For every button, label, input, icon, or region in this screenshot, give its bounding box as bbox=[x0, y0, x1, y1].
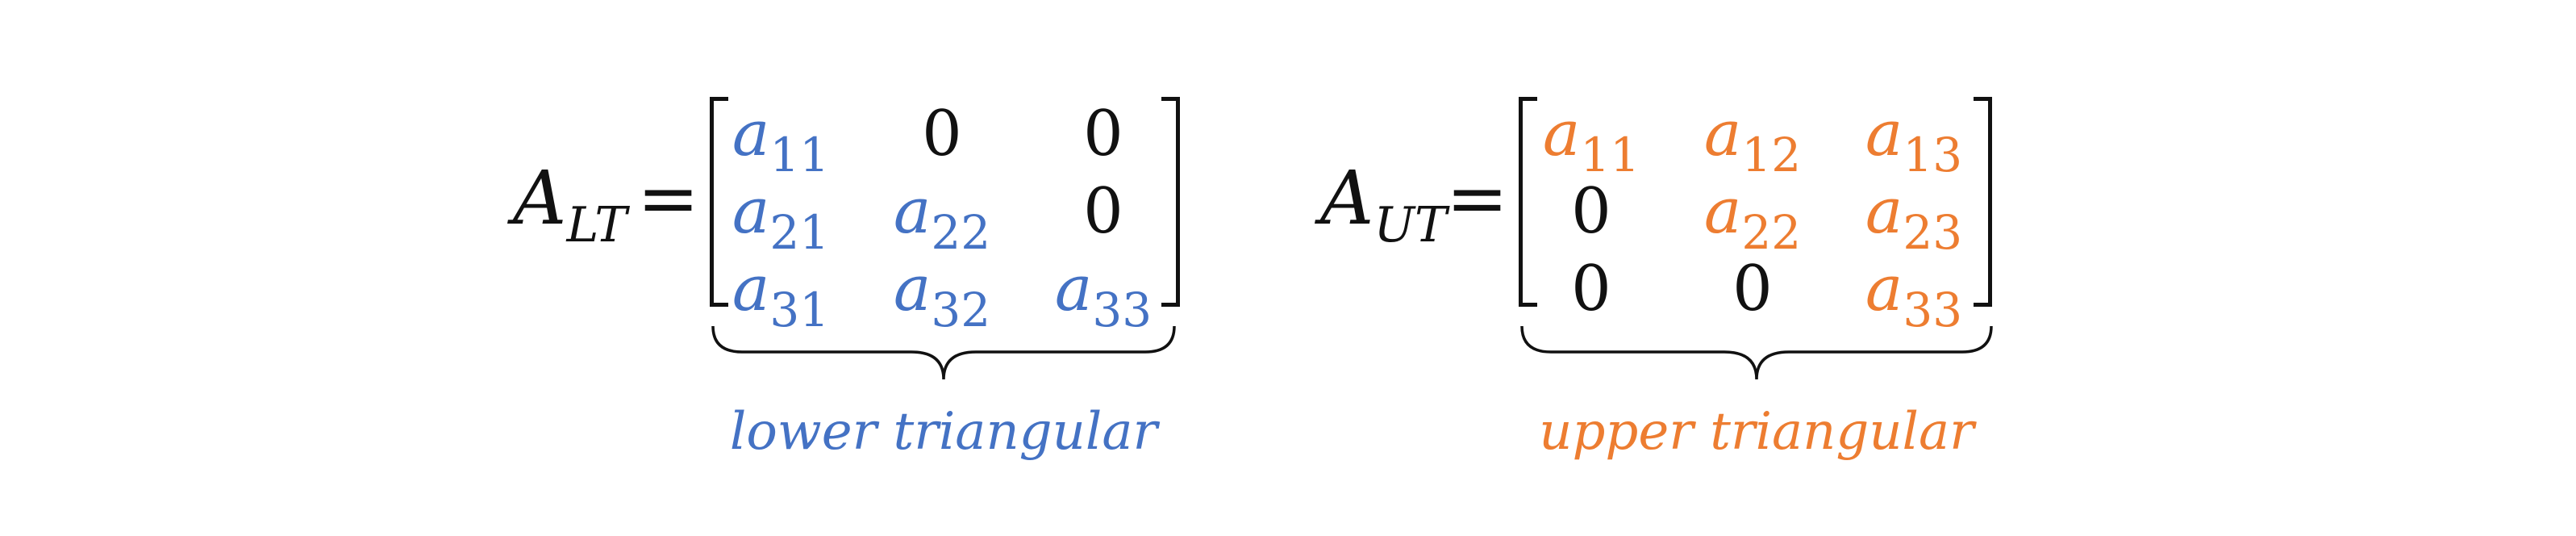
entry-variable: a bbox=[1703, 175, 1742, 248]
entry-subscript: 32 bbox=[931, 283, 991, 337]
entry-subscript: 22 bbox=[1741, 205, 1802, 260]
matrix-name: AUT bbox=[1320, 161, 1447, 250]
equals-sign: = bbox=[637, 155, 700, 241]
entry-subscript: 11 bbox=[1580, 128, 1640, 182]
entry-subscript: 21 bbox=[769, 205, 830, 260]
matrix-name: ALT bbox=[513, 161, 627, 250]
entry-variable: a bbox=[1865, 175, 1903, 248]
entry-variable: a bbox=[1865, 253, 1903, 325]
matrix-entry-a22: a22 bbox=[861, 173, 1023, 260]
matrix-entry-a22: a22 bbox=[1672, 173, 1833, 260]
matrix-entry-zero: 0 bbox=[1571, 175, 1611, 248]
entry-subscript: 12 bbox=[1741, 128, 1802, 182]
matrix-entry-zero: 0 bbox=[1083, 175, 1123, 248]
matrix-entry-zero: 0 bbox=[1571, 253, 1611, 325]
caption-lower-triangular: lower triangular bbox=[729, 402, 1158, 462]
matrix-entry-a11: a11 bbox=[700, 95, 861, 182]
matrix-name-letter: A bbox=[513, 155, 567, 241]
entry-subscript: 13 bbox=[1903, 128, 1963, 182]
entry-variable: a bbox=[1542, 98, 1581, 170]
underbrace bbox=[711, 325, 1176, 380]
entry-variable: a bbox=[1865, 98, 1903, 170]
matrix-name-subscript: UT bbox=[1373, 197, 1448, 253]
matrix-name-subscript: LT bbox=[566, 197, 627, 253]
entry-variable: a bbox=[1703, 98, 1742, 170]
right-bracket bbox=[1974, 97, 1992, 307]
entry-variable: a bbox=[732, 175, 770, 248]
matrix-entry-a21: a21 bbox=[700, 173, 861, 260]
matrix-entry-zero: 0 bbox=[1732, 253, 1773, 325]
matrix-entry-zero: 0 bbox=[1083, 98, 1123, 170]
matrix-name-letter: A bbox=[1320, 155, 1374, 241]
matrix-entry-a33: a33 bbox=[1833, 250, 1995, 337]
matrix-entry-a13: a13 bbox=[1833, 95, 1995, 182]
matrix-entry-a33: a33 bbox=[1023, 250, 1184, 337]
entry-subscript: 11 bbox=[769, 128, 830, 182]
equals-sign: = bbox=[1446, 155, 1509, 241]
matrix-entry-a11: a11 bbox=[1511, 95, 1672, 182]
entry-subscript: 22 bbox=[931, 205, 991, 260]
left-bracket bbox=[710, 97, 728, 307]
entry-subscript: 33 bbox=[1092, 283, 1153, 337]
left-bracket bbox=[1519, 97, 1537, 307]
entry-variable: a bbox=[1054, 253, 1093, 325]
entry-subscript: 31 bbox=[769, 283, 830, 337]
matrix-entry-a12: a12 bbox=[1672, 95, 1833, 182]
entry-variable: a bbox=[732, 98, 770, 170]
entry-variable: a bbox=[893, 175, 932, 248]
right-bracket bbox=[1161, 97, 1180, 307]
matrix-entry-zero: 0 bbox=[922, 98, 962, 170]
entry-subscript: 33 bbox=[1903, 283, 1963, 337]
matrix-entry-a31: a31 bbox=[700, 250, 861, 337]
caption-upper-triangular: upper triangular bbox=[1539, 402, 1974, 462]
entry-variable: a bbox=[893, 253, 932, 325]
underbrace bbox=[1520, 325, 1993, 380]
entry-subscript: 23 bbox=[1903, 205, 1963, 260]
matrix-entry-a23: a23 bbox=[1833, 173, 1995, 260]
entry-variable: a bbox=[732, 253, 770, 325]
matrix-entry-a32: a32 bbox=[861, 250, 1023, 337]
